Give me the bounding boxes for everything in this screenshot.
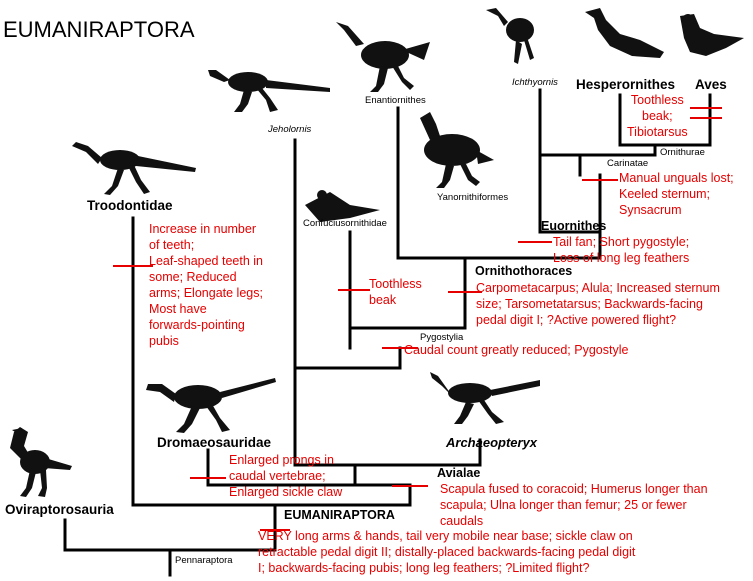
ichthyornis-silhouette-icon: [486, 8, 534, 64]
archaeopteryx-silhouette-icon: [430, 372, 540, 424]
character-line: retractable pedal digit II; distally-pla…: [258, 545, 636, 559]
character-line: beak;: [642, 109, 673, 123]
taxon-troodontidae: Troodontidae: [87, 198, 173, 213]
character-line: Tibiotarsus: [627, 125, 688, 139]
taxon-ichthyornis: Ichthyornis: [512, 77, 558, 88]
character-line: Manual unguals lost;: [619, 171, 734, 185]
taxon-jeholornis: Jeholornis: [268, 124, 312, 135]
character-line: Tail fan; Short pygostyle;: [553, 235, 690, 249]
characters-dromaeosauridae: Enlarged prongs in caudal vertebrae; Enl…: [229, 452, 342, 500]
aves-silhouette-icon: [680, 14, 744, 56]
characters-troodontidae: Increase in number of teeth; Leaf-shaped…: [149, 221, 263, 349]
oviraptorosaur-silhouette-icon: [10, 427, 72, 497]
hesperornis-silhouette-icon: [585, 8, 664, 58]
character-line: Carpometacarpus; Alula; Increased sternu…: [476, 281, 720, 295]
character-line: pubis: [149, 334, 179, 348]
page-title: EUMANIRAPTORA: [3, 17, 195, 42]
character-line: caudal vertebrae;: [229, 469, 326, 483]
character-line: Keeled sternum;: [619, 187, 711, 201]
taxon-yanornithiformes: Yanornithiformes: [437, 192, 509, 203]
taxon-aves: Aves: [695, 77, 727, 92]
character-line: forwards-pointing: [149, 318, 245, 332]
characters-aves: Toothless beak; Tibiotarsus: [627, 92, 688, 140]
character-line: Loss of long leg feathers: [553, 251, 690, 265]
character-line: of teeth;: [149, 238, 195, 252]
characters-avialae: Scapula fused to coracoid; Humerus longe…: [440, 481, 708, 529]
dromaeosaur-silhouette-icon: [146, 378, 276, 433]
character-line: pedal digit I; ?Active powered flight?: [476, 313, 677, 327]
taxon-oviraptorosauria: Oviraptorosauria: [5, 502, 114, 517]
taxon-archaeopteryx: Archaeopteryx: [446, 435, 538, 450]
character-line: Toothless: [630, 93, 684, 107]
taxon-hesperornithes: Hesperornithes: [576, 77, 676, 92]
characters-confuciusornithidae: Toothless beak: [369, 276, 422, 308]
character-line: arms; Elongate legs;: [149, 286, 263, 300]
node-pennaraptora: Pennaraptora: [175, 555, 233, 566]
characters-ornithothoraces: Carpometacarpus; Alula; Increased sternu…: [476, 280, 720, 328]
taxon-dromaeosauridae: Dromaeosauridae: [157, 435, 272, 450]
character-line: Scapula fused to coracoid; Humerus longe…: [440, 482, 708, 496]
node-ornithurae: Ornithurae: [660, 147, 705, 158]
node-eumaniraptora: EUMANIRAPTORA: [284, 508, 395, 522]
taxon-enantiornithes: Enantiornithes: [365, 95, 426, 106]
character-line: beak: [369, 293, 397, 307]
taxon-confuciusornithidae: Confuciusornithidae: [303, 218, 387, 229]
confuciusornithid-silhouette-icon: [305, 190, 380, 222]
character-line: I; backwards-facing pubis; long leg feat…: [258, 561, 590, 575]
character-line: size; Tarsometatarsus; Backwards-facing: [476, 297, 703, 311]
yanornithiform-silhouette-icon: [420, 112, 494, 188]
character-line: scapula; Ulna longer than femur; 25 or f…: [440, 498, 687, 512]
dinosaur-silhouettes: [10, 8, 744, 497]
characters-euornithes: Tail fan; Short pygostyle; Loss of long …: [553, 234, 689, 266]
character-line: some; Reduced: [149, 270, 237, 284]
troodontid-silhouette-icon: [72, 142, 196, 195]
character-line: Leaf-shaped teeth in: [149, 254, 263, 268]
characters-pygostylia: Caudal count greatly reduced; Pygostyle: [404, 342, 628, 358]
node-pygostylia: Pygostylia: [420, 332, 464, 343]
character-line: Caudal count greatly reduced; Pygostyle: [404, 343, 629, 357]
characters-pennaraptora: VERY long arms & hands, tail very mobile…: [258, 528, 635, 576]
character-line: Increase in number: [149, 222, 257, 236]
jeholornis-silhouette-icon: [208, 70, 330, 112]
character-line: Most have: [149, 302, 207, 316]
characters-carinatae: Manual unguals lost; Keeled sternum; Syn…: [619, 170, 734, 218]
node-ornithothoraces: Ornithothoraces: [475, 264, 573, 278]
character-ticks: [113, 107, 722, 531]
node-avialae: Avialae: [437, 466, 481, 480]
node-euornithes: Euornithes: [541, 219, 607, 233]
character-line: VERY long arms & hands, tail very mobile…: [258, 529, 633, 543]
node-carinatae: Carinatae: [607, 158, 649, 169]
character-line: caudals: [440, 514, 484, 528]
character-line: Enlarged prongs in: [229, 453, 334, 467]
character-line: Toothless: [369, 277, 422, 291]
enantiornithine-silhouette-icon: [336, 22, 430, 92]
character-line: Enlarged sickle claw: [229, 485, 343, 499]
character-line: Synsacrum: [619, 203, 682, 217]
